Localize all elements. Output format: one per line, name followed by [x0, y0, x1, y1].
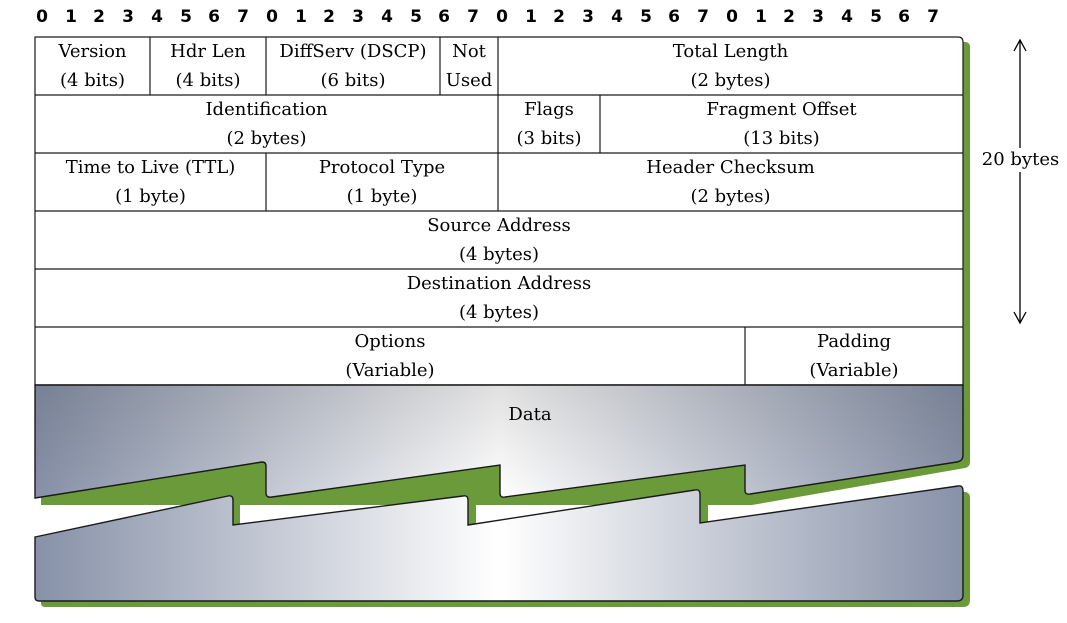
padding-name: Padding — [817, 331, 891, 352]
bit-number: 7 — [927, 7, 939, 27]
not-used-name: Not — [452, 41, 486, 62]
total-length-name: Total Length — [672, 41, 789, 62]
diffserv-name: DiffServ (DSCP) — [279, 41, 427, 62]
bit-number: 4 — [841, 7, 853, 27]
identification-field: Identification (2 bytes) — [35, 95, 498, 153]
version-field: Version (4 bits) — [35, 37, 150, 95]
bit-number: 4 — [381, 7, 393, 27]
options-size: (Variable) — [345, 360, 435, 381]
bit-number: 1 — [65, 7, 77, 27]
identification-size: (2 bytes) — [226, 128, 307, 149]
bit-number: 6 — [208, 7, 220, 27]
destination-address-field: Destination Address (4 bytes) — [35, 269, 963, 327]
bit-number: 7 — [237, 7, 249, 27]
header-checksum-name: Header Checksum — [646, 157, 815, 178]
diffserv-size: (6 bits) — [320, 70, 386, 91]
column-dividers — [149, 37, 746, 385]
bit-number: 2 — [323, 7, 335, 27]
ttl-field: Time to Live (TTL) (1 byte) — [35, 153, 266, 211]
bit-number: 3 — [122, 7, 134, 27]
fragment-offset-field: Fragment Offset (13 bits) — [600, 95, 963, 153]
protocol-type-field: Protocol Type (1 byte) — [266, 153, 498, 211]
bit-number: 0 — [726, 7, 738, 27]
total-length-field: Total Length (2 bytes) — [498, 37, 963, 95]
not-used-size: Used — [445, 70, 493, 91]
data-block-bottom — [34, 485, 964, 602]
source-address-size: (4 bytes) — [458, 244, 540, 265]
bit-number: 2 — [783, 7, 795, 27]
bit-number: 5 — [180, 7, 192, 27]
header-size-arrow — [1013, 38, 1027, 325]
bit-number: 1 — [295, 7, 307, 27]
hdr-len-name: Hdr Len — [170, 41, 246, 62]
version-name: Version — [58, 41, 127, 62]
header-checksum-field: Header Checksum (2 bytes) — [498, 153, 963, 211]
bit-number: 7 — [467, 7, 479, 27]
source-address-name: Source Address — [427, 215, 571, 236]
bit-number: 6 — [438, 7, 450, 27]
header-checksum-size: (2 bytes) — [690, 186, 771, 207]
padding-field: Padding (Variable) — [745, 327, 963, 385]
destination-address-name: Destination Address — [406, 273, 592, 294]
bit-number: 3 — [812, 7, 824, 27]
row-dividers — [35, 94, 963, 328]
bit-number: 7 — [697, 7, 709, 27]
options-field: Options (Variable) — [35, 327, 745, 385]
ttl-name: Time to Live (TTL) — [65, 157, 236, 178]
padding-size: (Variable) — [809, 360, 899, 381]
fragment-offset-size: (13 bits) — [743, 128, 820, 149]
bit-number: 5 — [640, 7, 652, 27]
protocol-type-size: (1 byte) — [346, 186, 418, 207]
data-label: Data — [508, 404, 552, 425]
fragment-offset-name: Fragment Offset — [706, 99, 857, 120]
bit-number: 4 — [611, 7, 623, 27]
flags-size: (3 bits) — [516, 128, 582, 149]
bit-number: 0 — [266, 7, 278, 27]
bit-number: 3 — [352, 7, 364, 27]
bit-number: 5 — [410, 7, 422, 27]
header-size-label: 20 bytes — [978, 148, 1063, 172]
hdr-len-field: Hdr Len (4 bits) — [150, 37, 266, 95]
total-length-size: (2 bytes) — [690, 70, 771, 91]
bit-number: 2 — [553, 7, 565, 27]
bit-number: 5 — [870, 7, 882, 27]
hdr-len-size: (4 bits) — [175, 70, 241, 91]
options-name: Options — [354, 331, 426, 352]
flags-field: Flags (3 bits) — [498, 95, 600, 153]
protocol-type-name: Protocol Type — [318, 157, 446, 178]
version-size: (4 bits) — [60, 70, 125, 91]
bit-number: 1 — [755, 7, 767, 27]
bit-number: 0 — [496, 7, 508, 27]
bit-number: 2 — [93, 7, 105, 27]
bit-number: 6 — [668, 7, 680, 27]
flags-name: Flags — [524, 99, 574, 120]
identification-name: Identification — [205, 99, 328, 120]
bit-number: 6 — [898, 7, 910, 27]
bit-number: 4 — [151, 7, 163, 27]
bit-number: 0 — [36, 7, 48, 27]
diffserv-field: DiffServ (DSCP) (6 bits) — [266, 37, 440, 95]
source-address-field: Source Address (4 bytes) — [35, 211, 963, 269]
bit-number: 3 — [582, 7, 594, 27]
ttl-size: (1 byte) — [115, 186, 186, 207]
destination-address-size: (4 bytes) — [458, 302, 540, 323]
bit-number: 1 — [525, 7, 537, 27]
